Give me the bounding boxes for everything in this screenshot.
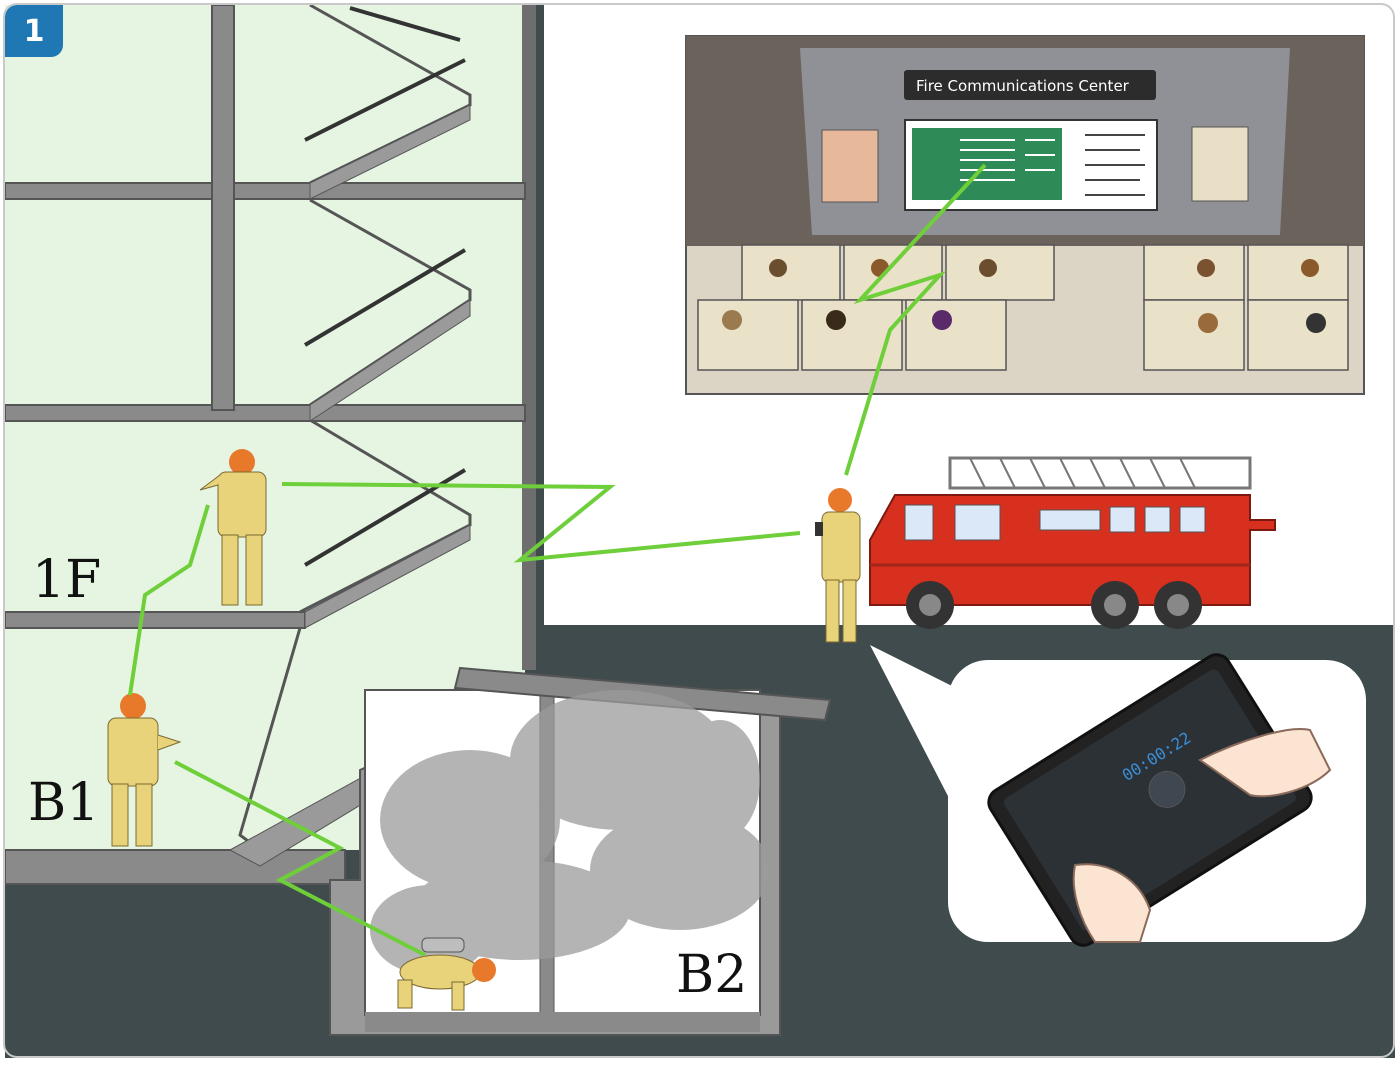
- signal-1f-to-b1: [128, 504, 210, 696]
- figure-number-badge: 1: [5, 5, 63, 57]
- firefighter-1f: [199, 449, 267, 606]
- firefighter-commander: [815, 488, 861, 643]
- firefighter-b1: [107, 693, 182, 847]
- firefighter-b2-crawling: [397, 937, 496, 1011]
- operators: [722, 259, 1326, 333]
- wall-poster-left: [821, 129, 879, 203]
- hand-left: [1072, 863, 1152, 943]
- columns: [211, 4, 235, 411]
- call-button-icon: [1148, 770, 1186, 808]
- fire-truck: [869, 456, 1276, 629]
- smoke-cloud: [370, 690, 770, 975]
- floor-label-1f: 1F: [32, 550, 101, 610]
- center-title-board: [904, 70, 1156, 100]
- wireless-signals: [128, 163, 987, 957]
- wall-poster-right: [1191, 126, 1249, 202]
- hand-right: [1198, 728, 1332, 798]
- center-title: Fire Communications Center: [916, 77, 1130, 95]
- floor-label-b2: B2: [676, 945, 747, 1005]
- signal-1f-to-commander: [281, 482, 801, 563]
- signal-b1-to-b2: [174, 760, 426, 957]
- radio-icon: [815, 522, 823, 536]
- dispatch-desks: [697, 244, 1349, 371]
- tablet-callout: 00:00:22: [870, 645, 1366, 947]
- floor-slabs: [4, 182, 526, 885]
- communications-center: Fire Communications Center: [685, 35, 1365, 395]
- floor-label-b1: B1: [28, 773, 99, 833]
- signal-commander-to-center: [844, 163, 987, 476]
